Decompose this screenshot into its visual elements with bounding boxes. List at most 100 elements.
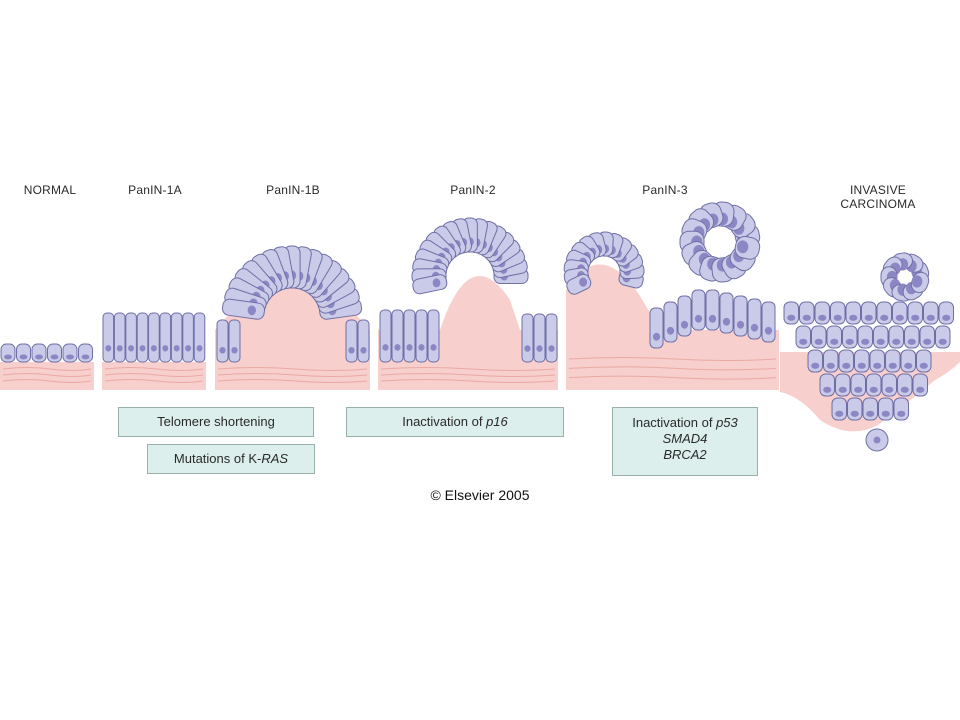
mutation-text: Mutations of K- xyxy=(173,451,262,466)
cell-nucleus xyxy=(826,362,835,369)
cell-nucleus xyxy=(247,305,256,316)
copyright-notice: © Elsevier 2005 xyxy=(430,487,530,503)
cell-nucleus xyxy=(116,345,123,352)
stage-label-line: INVASIVE xyxy=(849,183,907,197)
cell-nucleus xyxy=(938,338,947,345)
gene-name: SMAD4 xyxy=(662,431,708,446)
cell-nucleus xyxy=(923,338,932,345)
stage-label-panin-2: PanIN-2 xyxy=(428,183,518,197)
cell-nucleus xyxy=(869,386,878,393)
mutation-line: Inactivation of p53 xyxy=(613,415,757,431)
gene-name: RAS xyxy=(261,451,289,466)
cell-nucleus xyxy=(911,314,920,321)
cell-nucleus xyxy=(173,345,180,352)
stage-label-panin-3: PanIN-3 xyxy=(620,183,710,197)
epithelial-cell xyxy=(113,312,126,363)
epithelial-cell xyxy=(761,301,776,343)
epithelial-cell xyxy=(691,289,706,331)
epithelial-cell xyxy=(663,301,678,343)
cell-nucleus xyxy=(666,326,675,335)
epithelial-cell xyxy=(102,312,115,363)
stroma-fiber xyxy=(2,379,92,383)
cell-nucleus xyxy=(888,362,897,369)
epithelial-cell xyxy=(677,295,692,337)
stroma-fiber xyxy=(104,373,204,377)
cell-nucleus xyxy=(799,338,808,345)
stroma-fiber xyxy=(217,373,368,377)
mutation-box-p53-smad4-brca2: Inactivation of p53 SMAD4 BRCA2 xyxy=(612,407,758,476)
cell-nucleus xyxy=(833,314,842,321)
cell-nucleus xyxy=(105,345,112,352)
cell-nucleus xyxy=(66,354,74,360)
cell-nucleus xyxy=(881,410,890,417)
cell-nucleus xyxy=(579,277,588,287)
cell-nucleus xyxy=(231,346,238,354)
stroma-fiber xyxy=(104,379,204,383)
epithelial-cell xyxy=(148,312,160,363)
epithelial-cell xyxy=(533,313,546,363)
cell-nucleus xyxy=(895,314,904,321)
cell-nucleus xyxy=(842,362,851,369)
stroma-fiber xyxy=(380,367,556,371)
cell-nucleus xyxy=(418,344,425,351)
gene-name: p53 xyxy=(716,415,738,430)
cell-nucleus xyxy=(50,354,59,360)
stage-label-line: PanIN-3 xyxy=(642,183,688,197)
epithelial-cell xyxy=(193,312,206,363)
stroma-fiber xyxy=(2,373,92,377)
gene-name: BRCA2 xyxy=(663,447,707,462)
mutation-box-k-ras: Mutations of K-RAS xyxy=(147,444,315,474)
mutation-text: Telomere shortening xyxy=(157,414,275,429)
cell-nucleus xyxy=(802,314,811,321)
cell-nucleus xyxy=(128,345,135,352)
cell-nucleus xyxy=(850,410,859,417)
cell-nucleus xyxy=(652,332,661,341)
epithelial-cell xyxy=(379,309,392,363)
cell-nucleus xyxy=(382,344,389,351)
stage-label-line: CARCINOMA xyxy=(840,197,916,211)
cell-nucleus xyxy=(942,314,951,321)
stage-label-line: PanIN-2 xyxy=(450,183,496,197)
cell-nucleus xyxy=(897,410,906,417)
cell-nucleus xyxy=(857,362,866,369)
cell-nucleus xyxy=(919,362,928,369)
cell-nucleus xyxy=(162,345,169,352)
cell-nucleus xyxy=(736,320,745,329)
cell-nucleus xyxy=(916,386,925,393)
cell-nucleus xyxy=(196,345,203,352)
cell-nucleus xyxy=(818,314,827,321)
stroma-fiber xyxy=(217,379,368,383)
epithelial-cell xyxy=(403,309,416,363)
cell-nucleus xyxy=(694,314,703,323)
stage-label-line: PanIN-1B xyxy=(266,183,320,197)
cell-nucleus xyxy=(880,314,889,321)
epithelial-cell xyxy=(521,313,534,363)
cell-nucleus xyxy=(185,345,192,352)
cell-nucleus xyxy=(885,386,894,393)
stroma-tissue xyxy=(566,352,779,390)
cell-nucleus xyxy=(430,344,437,351)
epithelial-cell xyxy=(427,309,440,363)
cell-nucleus xyxy=(432,278,441,288)
cell-nucleus xyxy=(750,323,759,332)
stage-label-panin-1a: PanIN-1A xyxy=(110,183,200,197)
epithelial-cell xyxy=(705,289,720,331)
cell-nucleus xyxy=(139,345,146,352)
cell-nucleus xyxy=(873,436,881,444)
cell-nucleus xyxy=(35,354,43,360)
epithelial-cell xyxy=(159,312,172,363)
epithelial-cell xyxy=(415,309,428,363)
cell-nucleus xyxy=(861,338,870,345)
cell-nucleus xyxy=(866,410,875,417)
stroma-fiber xyxy=(568,366,777,371)
stage-label-normal: NORMAL xyxy=(8,183,92,197)
cell-nucleus xyxy=(823,386,832,393)
cell-nucleus xyxy=(876,338,885,345)
mutation-box-p16: Inactivation of p16 xyxy=(346,407,564,437)
epithelial-cell xyxy=(747,298,762,340)
cell-nucleus xyxy=(911,275,923,288)
stage-label-invasive-carcinoma: INVASIVE CARCINOMA xyxy=(818,183,938,211)
epithelial-cell xyxy=(216,319,229,363)
cell-nucleus xyxy=(737,240,749,254)
